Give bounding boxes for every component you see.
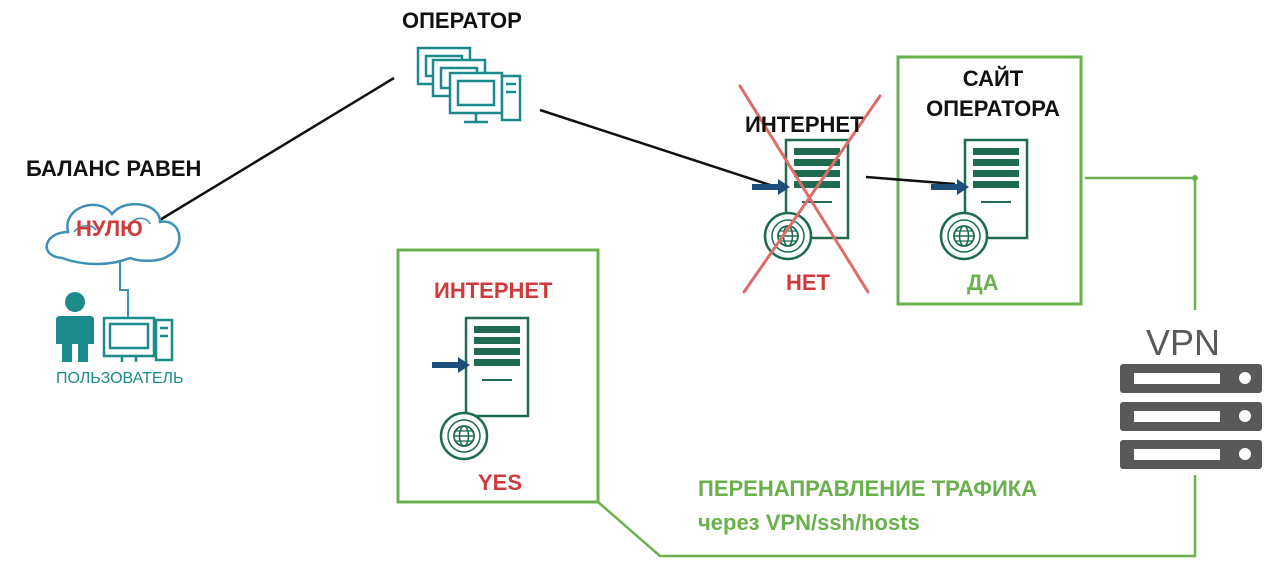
junction-dot [1192,175,1198,181]
internet-blocked-label: ИНТЕРНЕТ [745,112,864,137]
globe-icon [439,411,489,461]
operator-site-line1: САЙТ [962,66,1024,91]
globe-icon [939,211,989,261]
redirect-line1: ПЕРЕНАПРАВЛЕНИЕ ТРАФИКА [698,476,1038,501]
vpn-label: VPN [1146,322,1221,363]
operator-site-title: САЙТ ОПЕРАТОРА [908,66,1078,122]
cross-icon [738,84,882,294]
vpn-server-icon [1120,364,1262,469]
yes-en-label: YES [478,470,523,495]
cloud-to-user-line [119,262,129,320]
server-icon [430,316,530,418]
zero-label: НУЛЮ [76,216,143,241]
redirect-path-line [597,475,1197,558]
yes-ru-label: ДА [967,270,999,295]
monitors-icon [416,46,522,124]
desktop-computer-icon [102,316,174,362]
free-internet-box [396,248,600,504]
internet-to-site-line [865,175,956,186]
user-label: ПОЛЬЗОВАТЕЛЬ [56,370,184,387]
cloud-icon [45,202,181,266]
redirect-line2: через VPN/ssh/hosts [698,510,920,535]
person-icon [56,292,94,362]
balance-label: БАЛАНС РАВЕН [26,156,202,181]
internet-free-label: ИНТЕРНЕТ [434,278,553,303]
site-to-vpn-line [1085,176,1197,310]
no-label: НЕТ [786,270,830,295]
operator-site-line2: ОПЕРАТОРА [926,96,1060,122]
operator-label: ОПЕРАТОР [402,8,522,33]
user-to-operator-line [139,76,395,234]
operator-to-internet-line [539,108,771,187]
